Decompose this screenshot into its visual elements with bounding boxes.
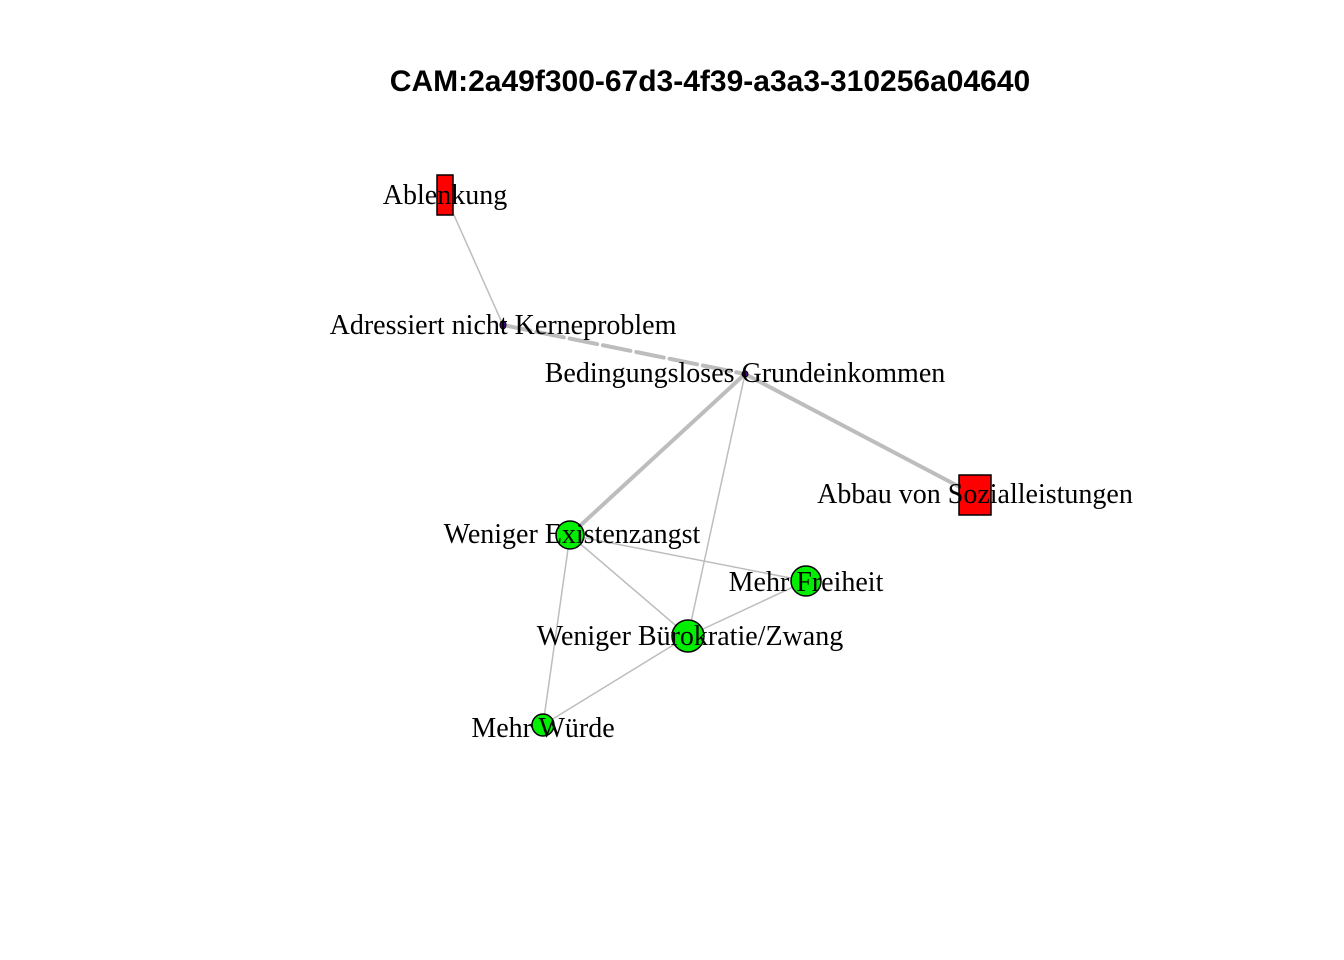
node-adressiert-label: Adressiert nicht Kerneproblem [330,310,677,341]
edge-existenz-freiheit [569,534,807,582]
node-ablenkung-shape [436,174,454,216]
edge-existenz-buerokratie [569,534,689,637]
node-freiheit-shape [790,565,822,597]
edge-bge-existenz [568,372,747,537]
edge-ablenkung-adressiert [444,194,504,326]
edge-buerokratie-freiheit [687,580,807,637]
node-abbau-label: Abbau von Sozialleistungen [817,479,1133,510]
edge-adressiert-bge [501,323,747,376]
node-wuerde-label: Mehr Würde [471,713,614,744]
edge-buerokratie-wuerde [542,635,689,726]
node-bge-label: Bedingungsloses Grundeinkommen [545,358,946,389]
node-abbau-shape [958,474,992,516]
node-buerokratie-label: Weniger Bürokratie/Zwang [537,621,843,652]
nodes-layer [436,174,992,737]
node-ablenkung-label: Ablenkung [383,180,507,211]
edges-layer [444,194,977,726]
edge-existenz-wuerde [542,534,571,726]
node-existenz-shape [555,520,585,550]
edge-bge-abbau [743,372,977,497]
edge-bge-buerokratie [687,373,746,637]
node-existenz-label: Weniger Existenzangst [444,519,701,550]
node-bge-shape [741,370,749,378]
node-buerokratie-shape [671,619,705,653]
diagram-title: CAM:2a49f300-67d3-4f39-a3a3-310256a04640 [390,65,1030,98]
node-wuerde-shape [531,713,555,737]
node-adressiert-shape [499,320,507,330]
node-freiheit-label: Mehr Freiheit [729,567,884,598]
